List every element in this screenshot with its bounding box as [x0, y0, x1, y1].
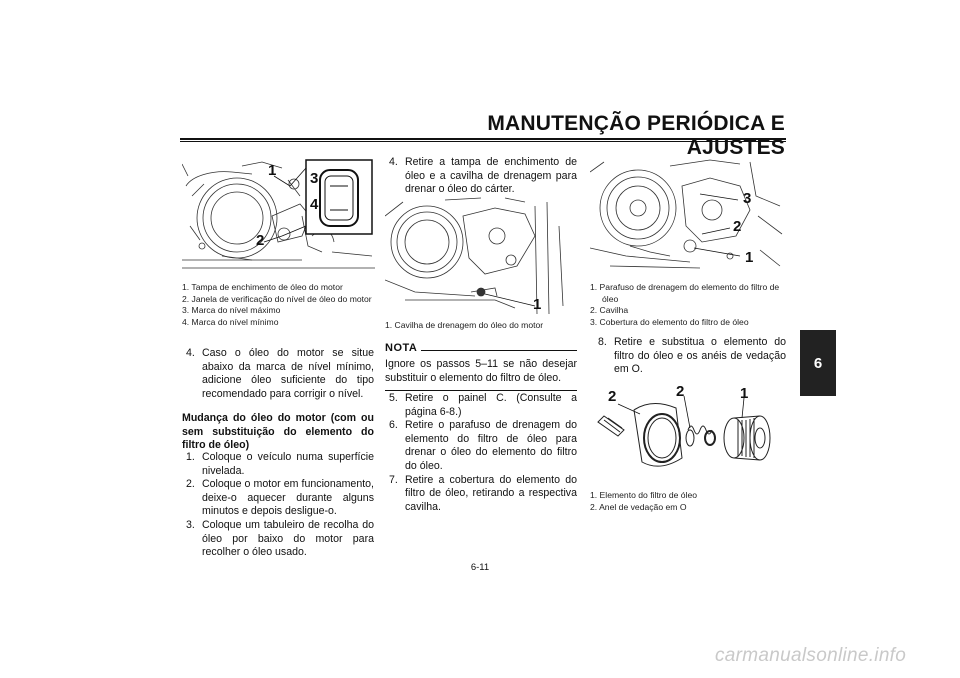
step-number: 3. — [186, 518, 195, 531]
figure4-caption: 1. Elemento do filtro de óleo 2. Anel de… — [590, 490, 788, 513]
note-title: NOTA — [385, 342, 418, 354]
figure-filter-cover: 3 2 1 — [589, 156, 785, 274]
oil-filter-parts-illustration — [597, 395, 771, 467]
callout-4: 4 — [310, 196, 319, 213]
step-number: 6. — [389, 419, 398, 432]
step-4-middle: 4. Retire a tampa de enchimento de óleo … — [385, 156, 577, 197]
header-rule-thin — [180, 141, 786, 142]
step-text: Retire e substitua o elemento do filtro … — [614, 336, 786, 376]
callout-1: 1 — [268, 162, 277, 179]
step-number: 5. — [389, 392, 398, 404]
note-box: NOTA Ignore os passos 5–11 se não deseja… — [385, 342, 577, 392]
callout-1: 1 — [740, 385, 749, 402]
step-4-left: 4. Caso o óleo do motor se situe abaixo … — [182, 347, 374, 401]
caption-item: 2. Janela de verificação do nível de óle… — [182, 293, 372, 304]
filter-cover-illustration — [589, 159, 783, 269]
step-number: 2. — [186, 478, 195, 491]
step-text: Coloque o veículo numa superfície nivela… — [202, 451, 374, 477]
watermark[interactable]: carmanualsonline.info — [715, 645, 907, 666]
step-number: 8. — [598, 336, 607, 348]
figure-oil-filter-parts: 2 2 1 — [590, 380, 785, 485]
callout-1: 1 — [745, 249, 754, 266]
step-number: 7. — [389, 473, 398, 486]
list-item: 1. Coloque o veículo numa superfície niv… — [182, 451, 374, 478]
page-number: 6-11 — [470, 562, 490, 573]
step-number: 4. — [186, 347, 195, 359]
step-text: Retire o parafuso de drenagem do element… — [405, 419, 577, 472]
caption-item: 1. Parafuso de drenagem do elemento do f… — [590, 282, 780, 304]
step-text: Retire a cobertura do elemento do filtro… — [405, 473, 577, 513]
callout-3: 3 — [743, 190, 752, 207]
list-item: 2. Coloque o motor em funcionamento, dei… — [182, 478, 374, 519]
engine-oil-level-illustration — [181, 159, 375, 269]
figure2-caption: 1. Cavilha de drenagem do óleo do motor — [385, 320, 580, 332]
left-steps: 1. Coloque o veículo numa superfície niv… — [182, 451, 374, 560]
step-number: 1. — [186, 451, 195, 463]
step-number: 4. — [389, 156, 398, 168]
drain-bolt-illustration — [384, 197, 564, 315]
step-text: Coloque um tabuleiro de recolha do óleo … — [202, 518, 374, 559]
caption-item: 3. Marca do nível máximo — [182, 305, 281, 315]
step-text: Caso o óleo do motor se situe abaixo da … — [202, 347, 374, 400]
chapter-tab-label: 6 — [813, 354, 823, 372]
caption-item: 2. Anel de vedação em O — [590, 501, 687, 512]
caption-item: 3. Cobertura do elemento do filtro de ól… — [590, 316, 749, 327]
callout-2: 2 — [733, 218, 742, 235]
step-8: 8. Retire e substitua o elemento do filt… — [590, 336, 786, 377]
callout-2: 2 — [256, 232, 265, 249]
list-item: 6. Retire o parafuso de drenagem do elem… — [385, 419, 577, 473]
header-rule — [180, 138, 786, 140]
caption-item: 1. Tampa de enchimento de óleo do motor — [182, 282, 343, 292]
caption-item: 1. Cavilha de drenagem do óleo do motor — [385, 320, 544, 330]
figure1-caption: 1. Tampa de enchimento de óleo do motor … — [182, 282, 377, 328]
caption-item: 1. Elemento do filtro de óleo — [590, 490, 698, 500]
note-rule-bottom — [385, 390, 577, 392]
note-text: Ignore os passos 5–11 se não desejar sub… — [385, 358, 577, 384]
list-item: 5. Retire o painel C. (Consulte a página… — [385, 392, 577, 419]
chapter-tab[interactable]: 6 — [800, 330, 836, 396]
step-text: Coloque o motor em funcionamento, deixe-… — [202, 478, 374, 518]
caption-item: 2. Cavilha — [590, 305, 629, 315]
step-text: Retire a tampa de enchimento de óleo e a… — [405, 156, 577, 196]
figure-engine-oil-level: 1 2 3 4 — [181, 156, 375, 276]
list-item: 7. Retire a cobertura do elemento do fil… — [385, 474, 577, 515]
section-heading-oil-change: Mudança do óleo do motor (com ou sem sub… — [182, 412, 374, 452]
callout-2: 2 — [608, 388, 617, 405]
callout-2: 2 — [676, 383, 685, 400]
page-title: MANUTENÇÃO PERIÓDICA E AJUSTES — [487, 112, 785, 159]
callout-1: 1 — [533, 296, 542, 313]
middle-steps: 5. Retire o painel C. (Consulte a página… — [385, 392, 577, 514]
list-item: 3. Coloque um tabuleiro de recolha do ól… — [182, 519, 374, 560]
caption-item: 4. Marca do nível mínimo — [182, 316, 279, 327]
note-rule-top — [421, 350, 577, 351]
figure3-caption: 1. Parafuso de drenagem do elemento do f… — [590, 282, 788, 328]
callout-3: 3 — [310, 170, 319, 187]
step-text: Retire o painel C. (Consulte a página 6-… — [405, 392, 577, 418]
figure-drain-bolt: 1 — [384, 196, 577, 316]
